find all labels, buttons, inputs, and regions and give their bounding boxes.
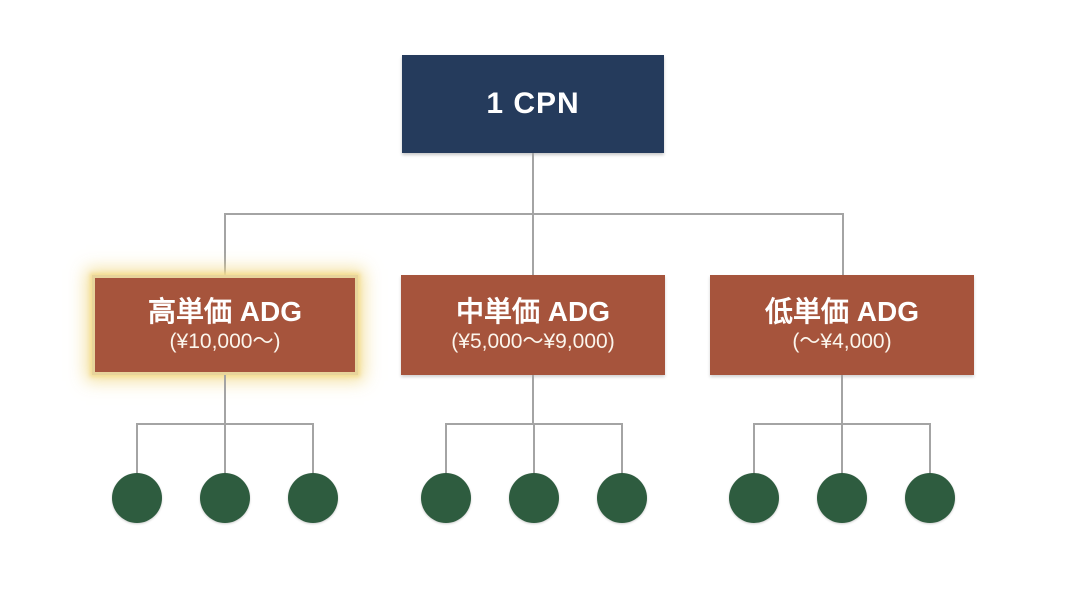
- leaf-node-circle: [112, 473, 162, 523]
- connector-drop-group-mid: [532, 213, 534, 275]
- group-price-range: (¥5,000〜¥9,000): [451, 330, 615, 354]
- group-price-range: (〜¥4,000): [792, 330, 892, 354]
- leaf-group-low: [729, 473, 955, 523]
- leaf-node-circle: [817, 473, 867, 523]
- leaf-node-circle: [597, 473, 647, 523]
- connector-group-mid-stem: [532, 375, 534, 423]
- connector-root-stem: [532, 153, 534, 214]
- leaf-group-mid: [421, 473, 647, 523]
- leaf-node-circle: [905, 473, 955, 523]
- connector-leaf-drop: [136, 423, 138, 474]
- connector-leaf-drop: [445, 423, 447, 474]
- connector-root-crossbar: [224, 213, 844, 215]
- connector-group-low-stem: [841, 375, 843, 423]
- connector-group-high-stem: [224, 375, 226, 423]
- group-title: 中単価 ADG: [455, 296, 610, 328]
- leaf-group-high: [112, 473, 338, 523]
- leaf-node-circle: [509, 473, 559, 523]
- connector-leaf-drop: [841, 423, 843, 474]
- connector-leaf-drop: [224, 423, 226, 474]
- root-node: 1 CPN: [402, 55, 664, 153]
- connector-drop-group-low: [842, 213, 844, 275]
- group-node-low-price: 低単価 ADG (〜¥4,000): [710, 275, 974, 375]
- group-node-mid-price: 中単価 ADG (¥5,000〜¥9,000): [401, 275, 665, 375]
- connector-drop-group-high: [224, 213, 226, 275]
- leaf-node-circle: [729, 473, 779, 523]
- group-title: 低単価 ADG: [764, 296, 919, 328]
- leaf-node-circle: [200, 473, 250, 523]
- connector-leaf-drop: [621, 423, 623, 474]
- connector-leaf-drop: [533, 423, 535, 474]
- leaf-node-circle: [421, 473, 471, 523]
- root-node-label: 1 CPN: [486, 87, 580, 120]
- leaf-node-circle: [288, 473, 338, 523]
- group-node-high-price: 高単価 ADG (¥10,000〜): [92, 275, 358, 375]
- group-price-range: (¥10,000〜): [169, 330, 281, 354]
- connector-leaf-drop: [929, 423, 931, 474]
- group-title: 高単価 ADG: [147, 296, 302, 328]
- connector-leaf-drop: [753, 423, 755, 474]
- connector-leaf-drop: [312, 423, 314, 474]
